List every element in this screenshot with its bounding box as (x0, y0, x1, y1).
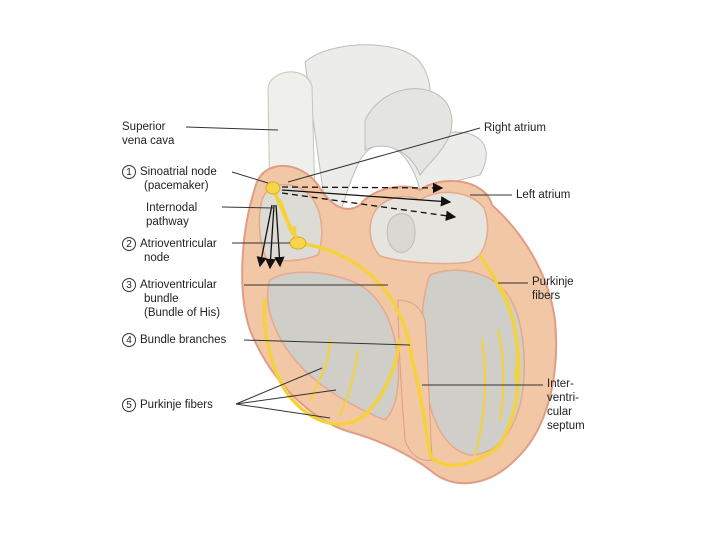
label-purkinje-fibers-right: Purkinje fibers (532, 275, 574, 303)
label-line: (Bundle of His) (144, 307, 221, 319)
purkinje-right-1 (309, 339, 331, 401)
label-purkinje-fibers-left: 5 Purkinje fibers (122, 398, 213, 412)
purkinje-left-2 (474, 339, 487, 456)
label-interventricular-septum: Inter- ventri- cular septum (547, 377, 585, 433)
label-superior-vena-cava: Superior vena cava (122, 120, 174, 148)
label-line: Atrioventricular (140, 238, 217, 250)
label-sinoatrial-node: 1 Sinoatrial node (pacemaker) (122, 165, 217, 193)
av-node (289, 236, 307, 250)
right-ventricle (266, 271, 400, 421)
label-internodal-pathway: Internodal pathway (146, 201, 197, 229)
pulmonary-valve (386, 213, 416, 253)
step-number: 5 (122, 398, 136, 412)
step-number: 3 (122, 278, 136, 292)
left-bundle-branch (410, 253, 521, 467)
label-line: Sinoatrial node (140, 166, 217, 178)
label-line: fibers (532, 290, 561, 302)
label-line: Inter- (547, 378, 574, 390)
label-line: bundle (144, 293, 179, 305)
step-number: 2 (122, 237, 136, 251)
label-line: Right atrium (484, 122, 546, 134)
label-right-atrium: Right atrium (484, 121, 546, 135)
label-line: Left atrium (516, 189, 571, 201)
label-line: cular (547, 406, 572, 418)
label-bundle-branches: 4 Bundle branches (122, 333, 226, 347)
label-atrioventricular-node: 2 Atrioventricular node (122, 237, 217, 265)
purkinje-left-3 (499, 284, 518, 381)
label-line: Superior (122, 121, 166, 133)
pulmonary-trunk (364, 88, 453, 177)
label-line: Bundle branches (140, 334, 227, 346)
label-line: node (144, 252, 170, 264)
label-line: pathway (146, 216, 189, 228)
label-line: septum (547, 420, 585, 432)
label-line: (pacemaker) (144, 180, 209, 192)
sa-node (265, 181, 281, 195)
label-left-atrium: Left atrium (516, 188, 570, 202)
label-line: Purkinje fibers (140, 399, 213, 411)
label-line: vena cava (122, 135, 175, 147)
step-number: 4 (122, 333, 136, 347)
purkinje-right-2 (339, 349, 359, 416)
sa-to-av-arrow (278, 199, 294, 233)
label-line: Internodal (146, 202, 198, 214)
purkinje-left-1 (497, 329, 505, 421)
label-line: Purkinje (532, 276, 574, 288)
leader-lines (185, 126, 543, 419)
step-number: 1 (122, 165, 136, 179)
bundle-of-his (298, 241, 414, 362)
sa-to-av-arrowhead (287, 226, 297, 240)
right-bundle-branch (262, 298, 402, 426)
label-line: Atrioventricular (140, 279, 217, 291)
signal-arrows (256, 182, 457, 270)
label-av-bundle: 3 Atrioventricular bundle (Bundle of His) (122, 278, 220, 320)
label-line: ventri- (547, 392, 579, 404)
